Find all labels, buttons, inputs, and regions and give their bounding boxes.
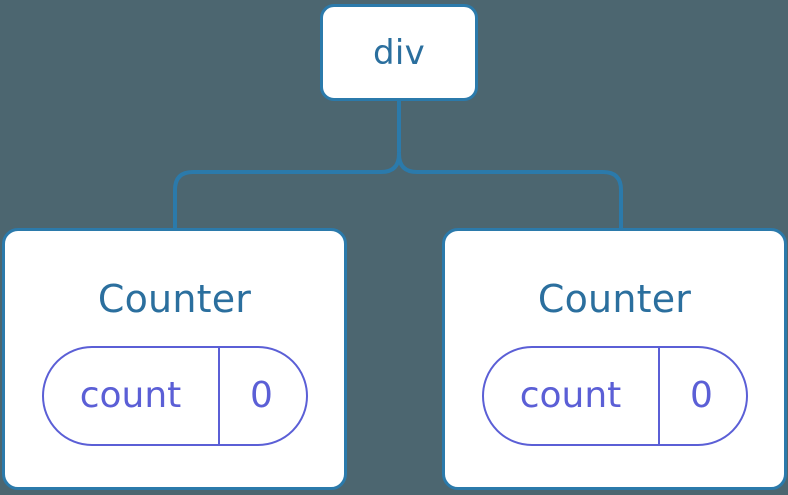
- node-counter-left-title: Counter: [97, 277, 252, 321]
- state-key-left: count: [79, 375, 182, 416]
- state-value-left: 0: [250, 375, 273, 416]
- node-counter-left[interactable]: Counter count 0: [2, 228, 347, 490]
- state-divider-right: [657, 348, 660, 444]
- state-value-right: 0: [690, 375, 713, 416]
- node-counter-right-title: Counter: [537, 277, 692, 321]
- node-counter-right[interactable]: Counter count 0: [442, 228, 787, 490]
- node-div-label: div: [372, 32, 426, 73]
- connector-to-right-child: [397, 152, 623, 230]
- state-divider-left: [217, 348, 220, 444]
- connector-to-left-child: [173, 152, 401, 230]
- state-pill-right[interactable]: count 0: [481, 346, 748, 446]
- state-pill-left[interactable]: count 0: [41, 346, 308, 446]
- node-div[interactable]: div: [320, 4, 478, 101]
- state-key-right: count: [519, 375, 622, 416]
